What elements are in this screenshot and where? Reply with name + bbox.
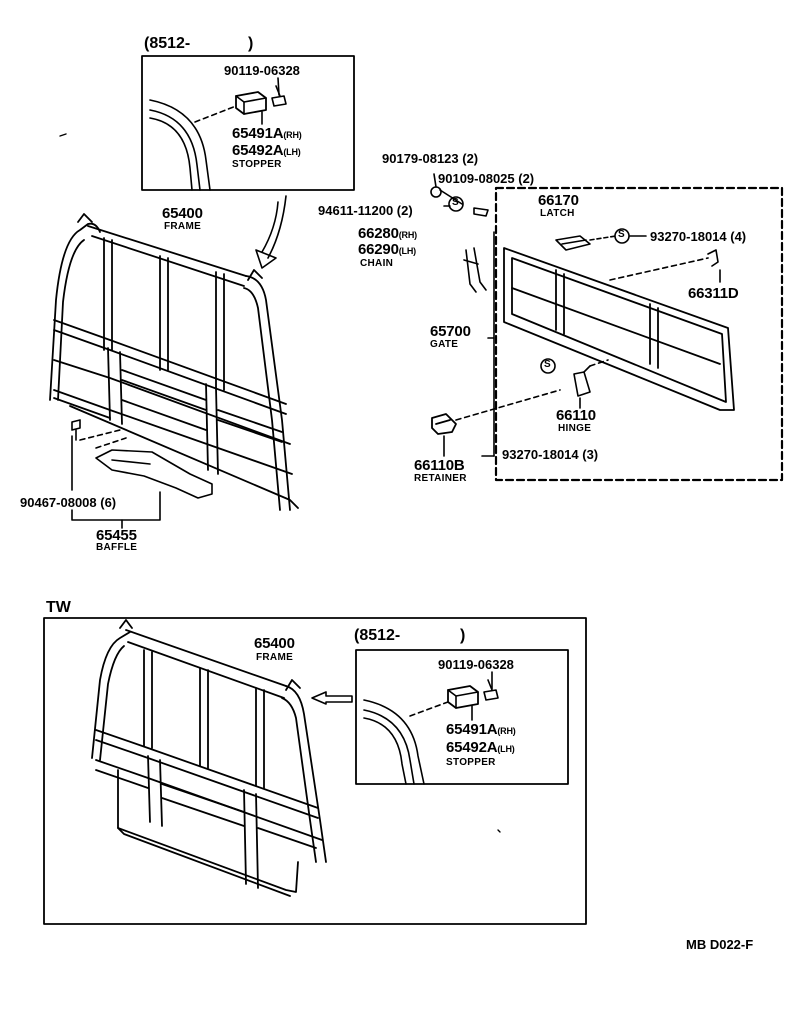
label-baffle: BAFFLE xyxy=(96,542,138,553)
stopper-icon-top xyxy=(235,91,267,115)
gate-panel-icon xyxy=(503,247,735,411)
bolt-90179-icon xyxy=(430,173,442,198)
label-stopper-top: STOPPER xyxy=(232,159,282,170)
washer-s-glyph-2: S xyxy=(618,229,625,240)
inset-tw-dashed-lead xyxy=(409,701,449,717)
label-65491a-top: 65491A(RH) xyxy=(232,125,302,142)
stopper-icon-tw xyxy=(447,685,479,709)
washer-s-glyph-1: S xyxy=(452,197,459,208)
label-66110b: 66110B xyxy=(414,457,465,474)
label-frame: FRAME xyxy=(164,221,202,232)
label-94611-11200: 94611-11200 (2) xyxy=(318,203,413,218)
label-93270-18014-a: 93270-18014 (4) xyxy=(650,229,747,244)
inset-tw-frame-corner xyxy=(363,699,425,785)
inset-tw-header: (8512- xyxy=(354,627,401,644)
washer-s-icon-3 xyxy=(540,358,556,374)
inset-top-frame-corner xyxy=(149,99,211,191)
label-gate: GATE xyxy=(430,339,459,350)
bolt-90467-icon xyxy=(71,419,81,441)
clip-66311d-icon xyxy=(707,249,721,283)
baffle-dashed-lead xyxy=(79,429,127,449)
label-90119-06328-top: 90119-06328 xyxy=(224,63,300,78)
screw-icon-tw xyxy=(483,679,499,701)
frame-upper xyxy=(49,213,299,511)
retainer-icon xyxy=(431,413,457,435)
hinge-dashed xyxy=(589,359,609,367)
label-65491a-tw: 65491A(RH) xyxy=(446,721,516,738)
inset-box-tw xyxy=(355,649,569,785)
label-65492a-top: 65492A(LH) xyxy=(232,142,301,159)
hinge-icon xyxy=(573,365,591,397)
label-chain: CHAIN xyxy=(360,258,394,269)
frame-tw xyxy=(91,619,327,897)
washer-s-glyph-3: S xyxy=(544,359,551,370)
label-93270-18014-b: 93270-18014 (3) xyxy=(502,447,599,462)
bolt-94611-icon xyxy=(473,207,489,217)
diagram-code: MB D022-F xyxy=(686,937,754,952)
arrow-inset-to-frame xyxy=(255,195,287,269)
label-65492a-tw: 65492A(LH) xyxy=(446,739,515,756)
leader-top-screw xyxy=(277,77,280,96)
retainer-dashed xyxy=(455,389,561,421)
label-66290: 66290(LH) xyxy=(358,241,416,258)
label-retainer: RETAINER xyxy=(414,473,467,484)
label-65700: 65700 xyxy=(430,323,471,340)
label-65400-frame: 65400 xyxy=(162,205,203,222)
inset-top-header: (8512- xyxy=(144,35,191,52)
label-65455: 65455 xyxy=(96,527,137,544)
label-66311d: 66311D xyxy=(688,285,739,302)
label-tw: TW xyxy=(46,599,71,616)
inset-top-header-close: ) xyxy=(248,35,254,52)
label-90119-06328-tw: 90119-06328 xyxy=(438,657,514,672)
label-frame-tw: FRAME xyxy=(256,652,294,663)
washer-s-icon-1 xyxy=(448,196,464,212)
latch-dashed xyxy=(589,235,617,241)
label-66110: 66110 xyxy=(556,407,596,424)
baffle-plate-icon xyxy=(95,449,213,499)
gate-dashed-box xyxy=(494,186,784,482)
label-hinge: HINGE xyxy=(558,423,592,434)
label-90467-08008: 90467-08008 (6) xyxy=(20,495,117,510)
label-90109-08025: 90109-08025 (2) xyxy=(438,171,535,186)
chain-icon xyxy=(463,247,487,293)
dashed-66311d xyxy=(609,257,709,281)
inset-box-top xyxy=(141,55,355,191)
label-66170: 66170 xyxy=(538,192,579,209)
leader-baffle-bracket xyxy=(71,491,161,521)
label-65400-tw: 65400 xyxy=(254,635,295,652)
arrow-tw-inset-to-frame xyxy=(311,691,353,705)
leader-90109 xyxy=(439,189,463,205)
latch-icon xyxy=(555,235,591,251)
label-latch: LATCH xyxy=(540,208,575,219)
inset-tw-header-close: ) xyxy=(460,627,466,644)
washer-s-icon-2 xyxy=(614,228,630,244)
label-66280: 66280(RH) xyxy=(358,225,417,242)
label-90179-08123: 90179-08123 (2) xyxy=(382,151,479,166)
inset-top-dashed-lead xyxy=(194,105,237,123)
tw-box xyxy=(43,617,587,925)
label-stopper-tw: STOPPER xyxy=(446,757,496,768)
